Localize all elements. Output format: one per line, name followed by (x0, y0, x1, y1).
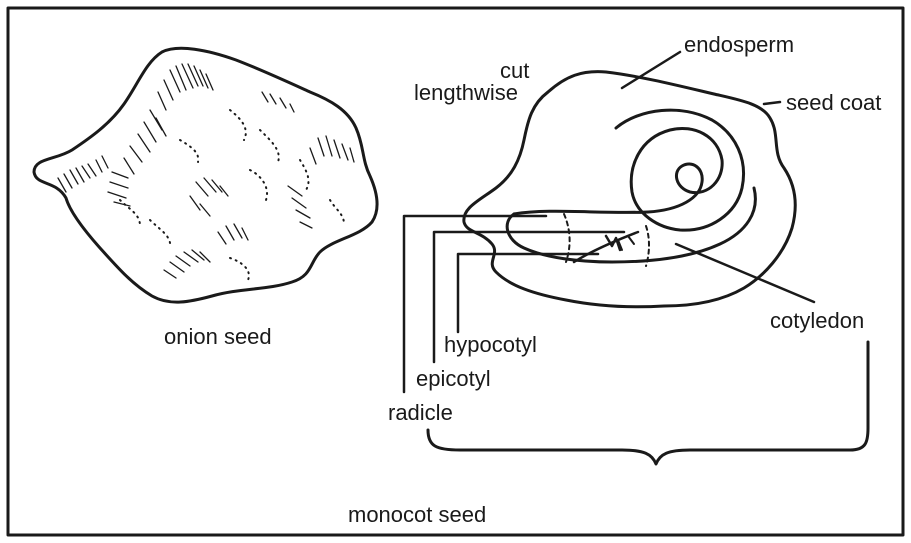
cotyledon-body (507, 188, 755, 262)
onion-seed-label: onion seed (164, 326, 272, 348)
cut-label-line2: lengthwise (414, 82, 518, 104)
cotyledon-label: cotyledon (770, 310, 864, 332)
monocot-seed-drawing (464, 72, 795, 307)
monocot-seed-label: monocot seed (348, 504, 486, 526)
seed-coat-leader (764, 102, 780, 104)
onion-seed-drawing (34, 48, 377, 302)
epicotyl-label: epicotyl (416, 368, 491, 390)
seed-coat-outline (464, 72, 795, 307)
endosperm-label: endosperm (684, 34, 794, 56)
onion-seed-texture (58, 64, 354, 278)
cut-label-line1: cut (500, 60, 529, 82)
onion-seed-stipple (120, 110, 344, 280)
radicle-label: radicle (388, 402, 453, 424)
seed-coat-label: seed coat (786, 92, 881, 114)
hypocotyl-label: hypocotyl (444, 334, 537, 356)
hypocotyl-leader (458, 254, 598, 332)
cotyledon-leader (676, 244, 814, 302)
cotyledon-spiral (514, 110, 744, 230)
monocot-brace (428, 342, 868, 464)
onion-seed-outline (34, 48, 377, 302)
